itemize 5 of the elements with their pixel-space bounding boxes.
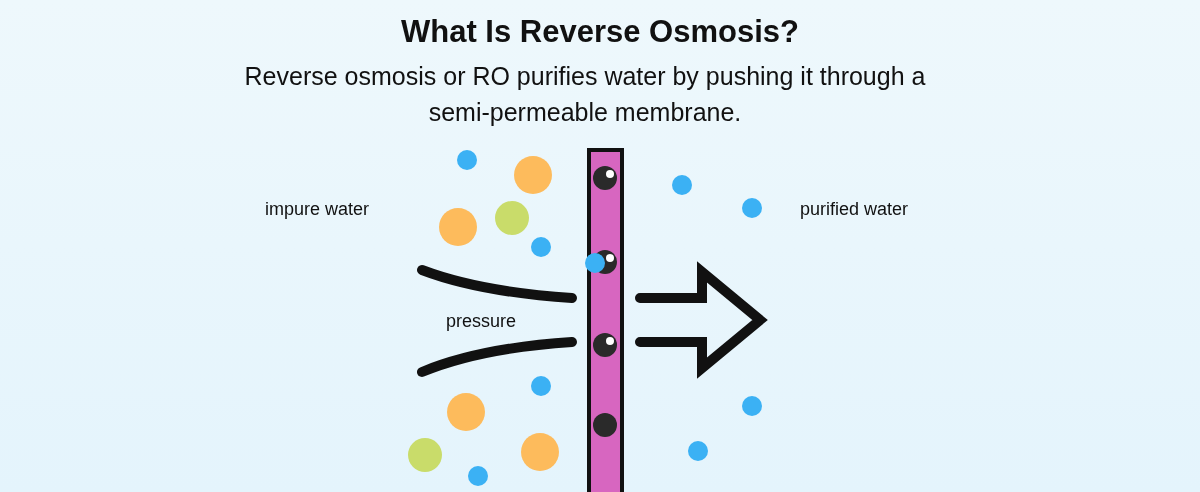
- label-text: impure water: [265, 199, 370, 220]
- title-text: What Is Reverse Osmosis?: [400, 14, 800, 50]
- subtitle-text: Reverse osmosis or RO purifies water by pushing it through a semi-permeable membrane.: [243, 61, 927, 128]
- label-text: pressure: [446, 311, 517, 332]
- label-text: purified water: [800, 199, 909, 220]
